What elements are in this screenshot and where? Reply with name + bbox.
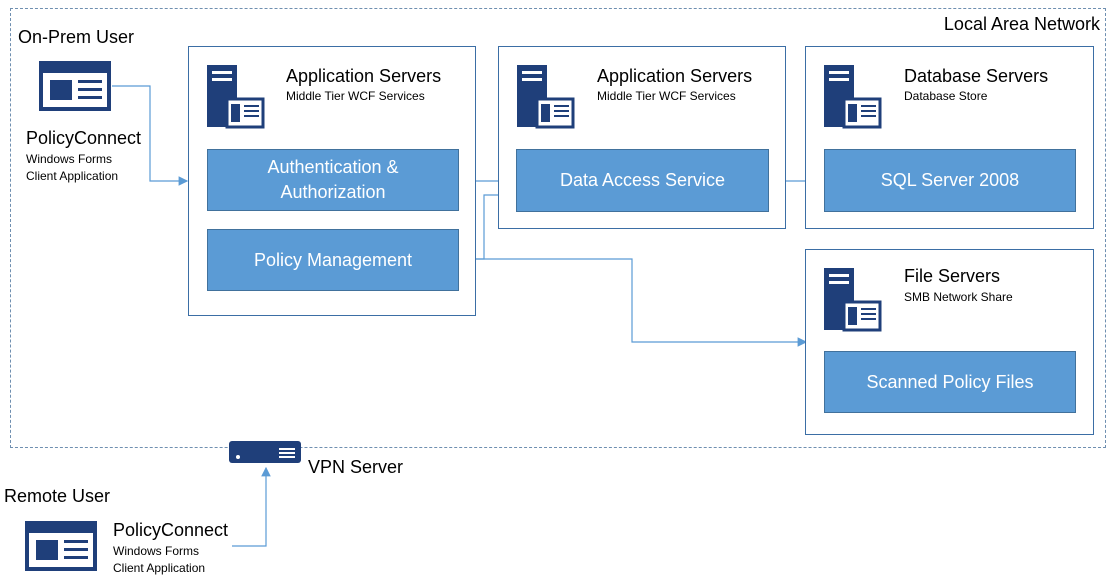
data-access-service: Data Access Service [516,149,769,212]
client-application-icon [25,521,97,571]
connector-onprem-to-auth [112,85,189,186]
on-prem-app-name: PolicyConnect [26,128,142,148]
on-prem-user-label: On-Prem User [18,27,135,47]
service-label: Scanned Policy Files [866,371,1034,392]
remote-app-desc-line1: Windows Forms [113,544,200,558]
panel-subtitle: Database Store [904,89,988,103]
panel-title: Application Servers [286,66,442,86]
service-label: Policy Management [253,249,413,270]
local-area-network-label: Local Area Network [943,14,1100,34]
service-label: Data Access Service [559,170,726,190]
remote-user-label: Remote User [4,486,111,506]
server-icon [207,65,265,129]
connector-remote-to-vpn [232,466,271,547]
service-label: SQL Server 2008 [880,170,1020,190]
server-icon [824,268,882,332]
client-application-icon [39,61,111,111]
service-label-line2: Authorization [280,182,386,202]
vpn-server-label: VPN Server [308,457,404,477]
on-prem-app-desc-line2: Client Application [26,169,119,183]
scanned-policy-files-service: Scanned Policy Files [824,351,1076,413]
server-icon [517,65,575,129]
sql-server-service: SQL Server 2008 [824,149,1076,212]
policy-management-service: Policy Management [207,229,459,291]
connector-policy-to-file-servers [459,258,808,347]
on-prem-app-desc-line1: Windows Forms [26,152,113,166]
service-label-line1: Authentication & [267,157,399,177]
panel-subtitle: Middle Tier WCF Services [597,89,736,103]
panel-title: Application Servers [597,66,753,86]
remote-app-name: PolicyConnect [113,520,229,540]
panel-title: File Servers [904,266,1001,286]
panel-subtitle: SMB Network Share [904,290,1013,304]
vpn-server-icon [229,441,301,463]
panel-subtitle: Middle Tier WCF Services [286,89,425,103]
panel-title: Database Servers [904,66,1049,86]
local-area-network-boundary [10,8,1106,448]
authentication-authorization-service: Authentication & Authorization [207,149,459,211]
remote-app-desc-line2: Client Application [113,561,206,575]
server-icon [824,65,882,129]
